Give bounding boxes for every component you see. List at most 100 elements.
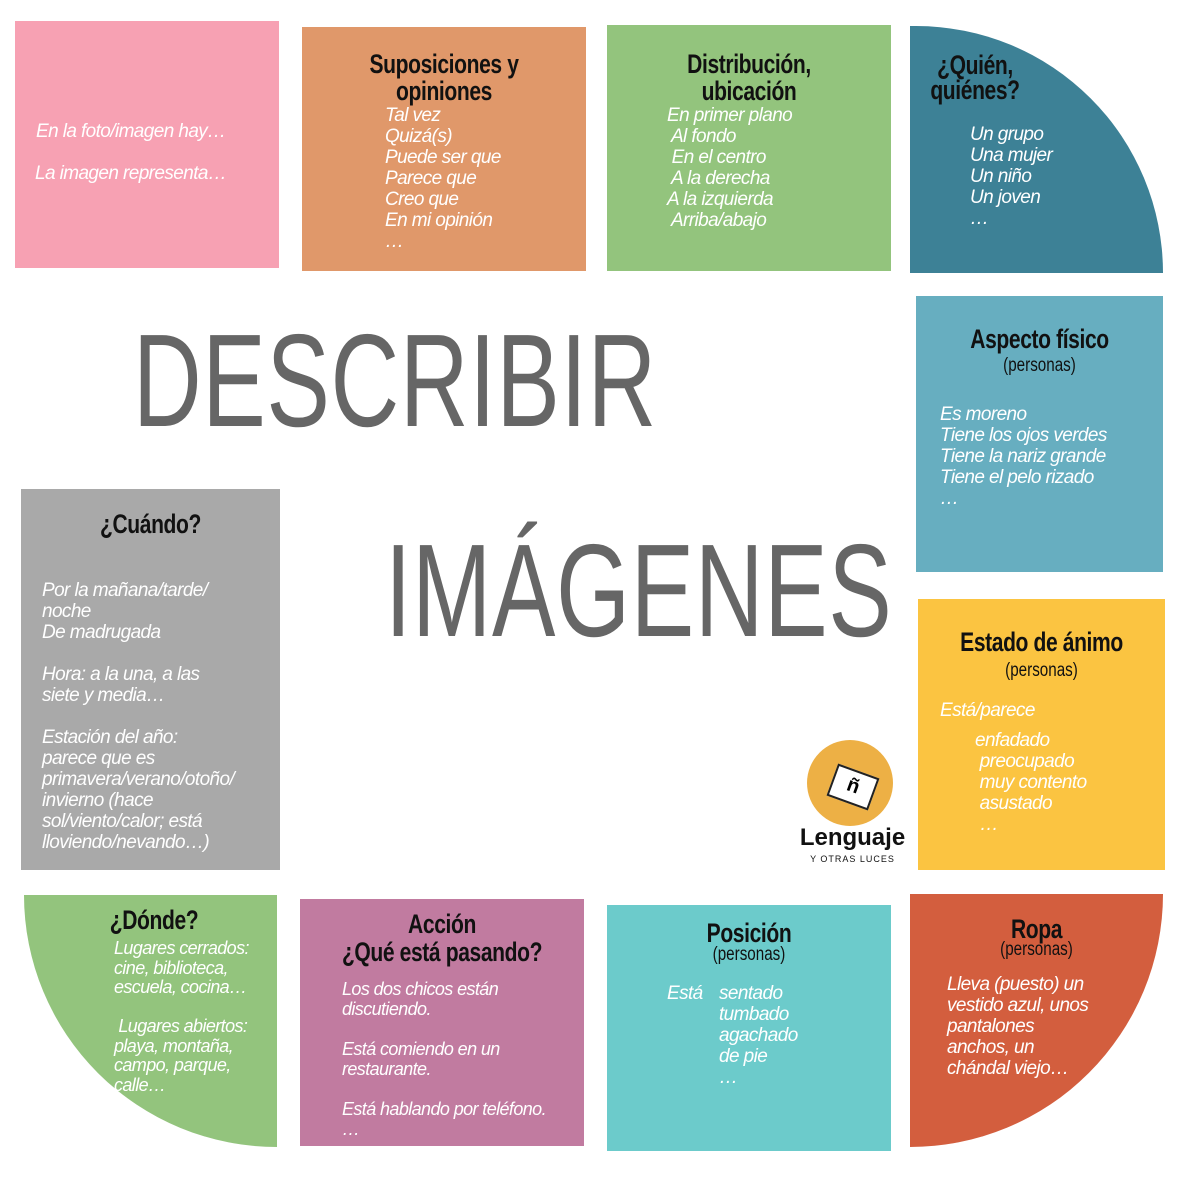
card-subtitle: (personas) xyxy=(1000,939,1073,960)
list-item: … xyxy=(342,1119,360,1139)
card-title: Ropa xyxy=(1010,914,1063,944)
card-title: ¿Dónde? xyxy=(109,905,199,935)
list-item: Creo que xyxy=(385,189,459,210)
logo: ñ Lenguaje Y OTRAS LUCES xyxy=(795,740,910,870)
list-item: Parece que xyxy=(385,168,477,189)
card-title-2: ¿Qué está pasando? xyxy=(341,937,543,967)
list-item: A la izquierda xyxy=(667,189,774,210)
list-item: sentado xyxy=(719,983,783,1004)
list-item: Lleva (puesto) un xyxy=(947,974,1084,995)
list-item: … xyxy=(975,814,999,835)
list-item: parece que es xyxy=(42,748,155,769)
list-item: … xyxy=(970,208,989,229)
card-title-2: quiénes? xyxy=(930,75,1020,105)
list-item: agachado xyxy=(719,1025,798,1046)
list-item: de pie xyxy=(719,1046,768,1067)
list-item: Es moreno xyxy=(940,404,1027,425)
list-item: A la derecha xyxy=(667,168,770,189)
list-item: asustado xyxy=(975,793,1053,814)
list-item: campo, parque, xyxy=(114,1055,231,1075)
list-item: siete y media… xyxy=(42,685,165,706)
card-lead: Está/parece xyxy=(940,700,1035,721)
list-item: … xyxy=(385,231,404,252)
logo-subtext: Y OTRAS LUCES xyxy=(810,854,895,864)
card-donde: ¿Dónde? Lugares cerrados:cine, bibliotec… xyxy=(24,895,277,1147)
list-item: Tiene el pelo rizado xyxy=(940,467,1094,488)
book-icon: ñ xyxy=(826,763,880,811)
card-title: ¿Cuándo? xyxy=(99,509,201,539)
list-item: Tiene la nariz grande xyxy=(940,446,1106,467)
list-item: preocupado xyxy=(975,751,1075,772)
item: La imagen representa… xyxy=(35,163,227,184)
title-line-1: DESCRIBIR xyxy=(133,307,658,454)
list-item: Puede ser que xyxy=(385,147,501,168)
card-title: Posición xyxy=(706,918,792,948)
list-item: Tal vez xyxy=(385,105,441,126)
list-item: Estación del año: xyxy=(42,727,178,748)
card-title: Distribución, ubicación xyxy=(687,49,811,106)
card-items: Lugares cerrados:cine, biblioteca,escuel… xyxy=(114,938,249,1095)
card-lead: Está xyxy=(667,983,703,1004)
list-item: enfadado xyxy=(975,730,1050,751)
list-item: … xyxy=(940,488,959,509)
list-item: Un niño xyxy=(970,166,1032,187)
logo-text: Lenguaje xyxy=(799,824,906,851)
card-intro: En la foto/imagen hay… La imagen represe… xyxy=(15,21,279,268)
list-item: Los dos chicos están xyxy=(342,979,499,999)
list-item: sol/viento/calor; está xyxy=(42,811,203,832)
list-item: Tiene los ojos verdes xyxy=(940,425,1107,446)
list-item: Una mujer xyxy=(970,145,1053,166)
title-line-2: IMÁGENES xyxy=(385,517,893,664)
list-item: De madrugada xyxy=(42,622,161,643)
list-item: invierno (hace xyxy=(42,790,154,811)
card-accion: Acción ¿Qué está pasando? Los dos chicos… xyxy=(300,899,584,1146)
card-items: En primer plano Al fondo En el centro A … xyxy=(667,105,793,231)
list-item: anchos, un xyxy=(947,1037,1035,1058)
list-item: Un joven xyxy=(970,187,1041,208)
list-item: En mi opinión xyxy=(385,210,493,231)
list-item: Por la mañana/tarde/ xyxy=(42,580,208,601)
list-item: Está comiendo en un xyxy=(342,1039,500,1059)
list-item xyxy=(342,1019,546,1039)
card-title: Acción xyxy=(408,909,476,939)
list-item: playa, montaña, xyxy=(114,1035,234,1056)
item: En la foto/imagen hay… xyxy=(36,121,226,142)
card-title: ¿Quién, xyxy=(937,50,1013,80)
card-subtitle: (personas) xyxy=(1005,660,1078,681)
card-title: Estado de ánimo xyxy=(960,627,1123,657)
list-item: Quizá(s) xyxy=(385,126,453,147)
card-items: enfadado preocupado muy contento asustad… xyxy=(975,730,1087,835)
list-item: lloviendo/nevando…) xyxy=(42,832,210,853)
list-item: Lugares abiertos: xyxy=(114,1016,248,1036)
card-distribucion: Distribución, ubicación En primer plano … xyxy=(607,25,891,271)
list-item: pantalones xyxy=(947,1016,1035,1037)
list-item: restaurante. xyxy=(342,1059,431,1079)
list-item: Está hablando por teléfono. xyxy=(342,1099,547,1119)
list-item: Hora: a la una, a las xyxy=(42,664,200,685)
list-item xyxy=(42,643,234,664)
card-subtitle: (personas) xyxy=(1003,355,1076,376)
list-item: noche xyxy=(42,601,91,622)
list-item: Arriba/abajo xyxy=(667,210,767,231)
card-animo: Estado de ánimo (personas) Está/parece e… xyxy=(918,599,1165,870)
list-item: muy contento xyxy=(975,772,1087,793)
lamp-book-icon: ñ xyxy=(807,740,893,826)
list-item xyxy=(114,998,249,1018)
list-item: En el centro xyxy=(667,147,767,168)
list-item: vestido azul, unos xyxy=(947,995,1089,1016)
card-title: Aspecto físico xyxy=(970,324,1109,354)
list-item: primavera/verano/otoño/ xyxy=(42,769,235,790)
